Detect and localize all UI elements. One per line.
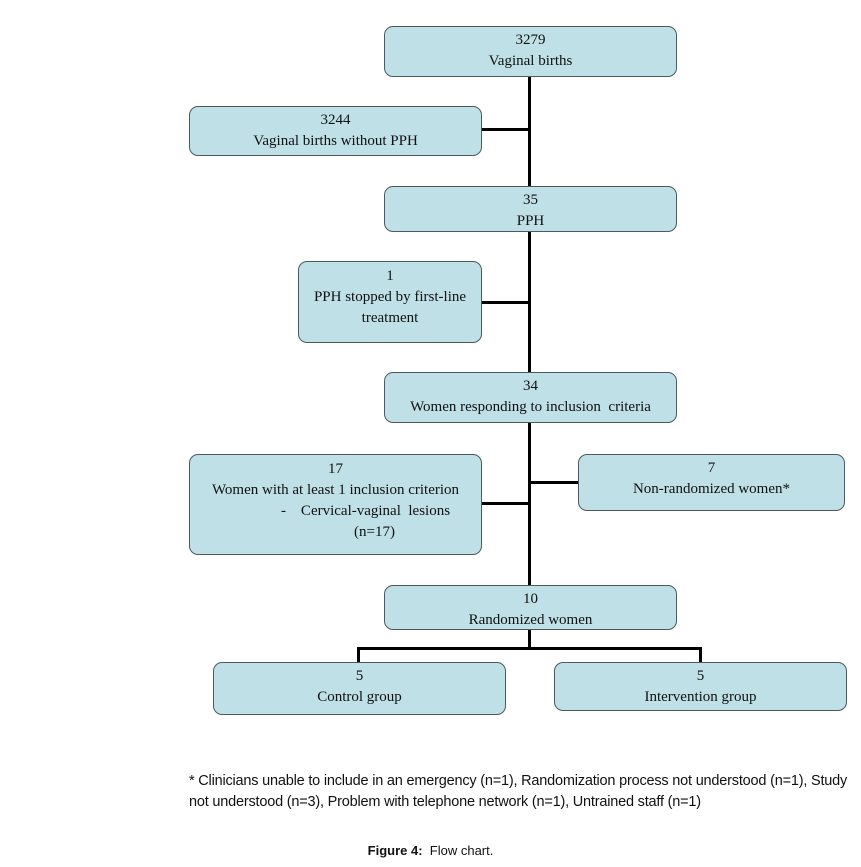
node-label: Randomized women — [468, 612, 593, 628]
main-spine-connector — [528, 76, 531, 586]
node-control-group: 5 Control group — [213, 662, 506, 715]
node-non-randomized: 7 Non-randomized women* — [578, 454, 845, 511]
footnote: * Clinicians unable to include in an eme… — [189, 773, 848, 810]
node-pph: 35 PPH — [384, 186, 677, 232]
node-count: 3279 — [515, 32, 546, 48]
node-count: 1 — [386, 268, 394, 284]
node-label: Control group — [317, 689, 402, 705]
figure-caption: Figure 4: Flow chart. — [0, 843, 861, 858]
node-count: 17 — [328, 461, 343, 477]
branch-first-line-connector — [481, 301, 530, 304]
node-count: 34 — [523, 378, 538, 394]
split-right-drop-connector — [699, 647, 702, 663]
node-label: PPH — [516, 213, 545, 229]
node-label: Women responding to inclusion criteria — [410, 399, 651, 415]
node-inclusion-criteria: 34 Women responding to inclusion criteri… — [384, 372, 677, 423]
caption-label: Figure 4: — [367, 843, 423, 858]
node-randomized: 10 Randomized women — [384, 585, 677, 630]
branch-at-least-one-connector — [481, 502, 530, 505]
node-count: 5 — [696, 668, 705, 684]
node-label: Vaginal births — [488, 53, 573, 69]
split-stem-connector — [528, 628, 531, 649]
node-label: Intervention group — [644, 689, 757, 705]
node-vaginal-births: 3279 Vaginal births — [384, 26, 677, 77]
node-count: 5 — [355, 668, 364, 684]
node-without-pph: 3244 Vaginal births without PPH — [189, 106, 482, 156]
node-label: Women with at least 1 inclusion criterio… — [211, 482, 460, 498]
branch-non-randomized-connector — [529, 481, 579, 484]
node-label: Vaginal births without PPH — [253, 133, 418, 149]
node-label-continued: treatment — [361, 310, 419, 326]
branch-without-pph-connector — [481, 128, 530, 131]
node-count: 7 — [707, 460, 716, 476]
node-label: PPH stopped by first-line — [313, 289, 467, 305]
node-sub-item: - Cervical-vaginal lesions — [280, 503, 451, 519]
node-first-line-treatment: 1 PPH stopped by first-line treatment — [298, 261, 482, 343]
node-count: 10 — [523, 591, 538, 607]
split-horizontal-connector — [357, 647, 702, 650]
node-intervention-group: 5 Intervention group — [554, 662, 847, 711]
node-count: 3244 — [320, 112, 351, 128]
caption-text: Flow chart. — [429, 843, 494, 858]
split-left-drop-connector — [357, 647, 360, 663]
node-at-least-one-criterion: 17 Women with at least 1 inclusion crite… — [189, 454, 482, 555]
node-label: Non-randomized women* — [632, 481, 791, 497]
node-sub-count: (n=17) — [354, 524, 395, 540]
node-count: 35 — [523, 192, 538, 208]
